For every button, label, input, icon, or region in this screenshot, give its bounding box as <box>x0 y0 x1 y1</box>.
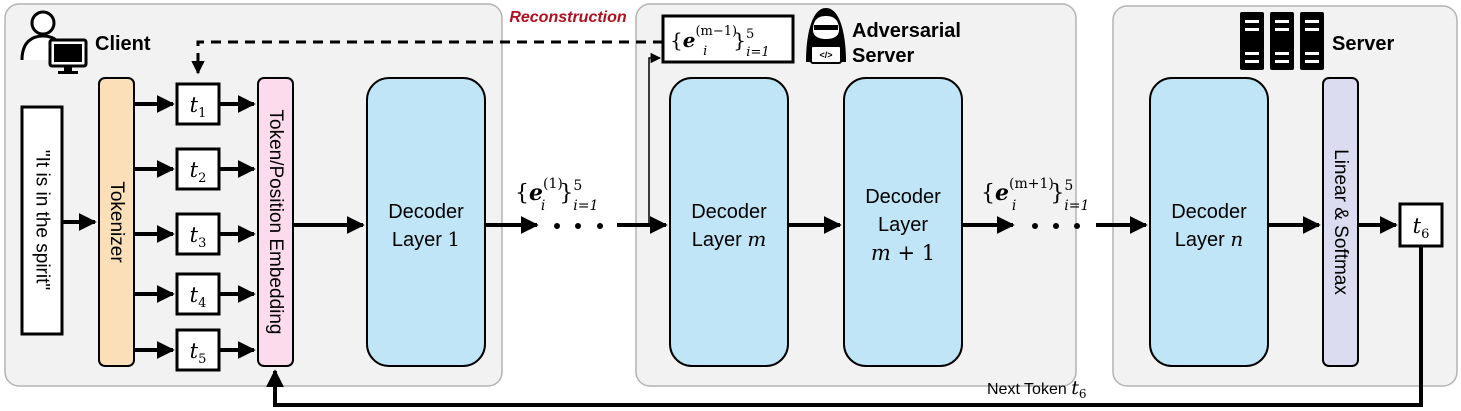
decoder-layer-m-plus-1 <box>843 77 963 367</box>
embedding-label: Token/Position Embedding <box>265 110 286 335</box>
decoder-layer-m-line1: Decoder <box>691 201 767 223</box>
input-text: "It is in the spirit" <box>32 150 53 290</box>
ellipsis-2 <box>1032 223 1080 229</box>
feedback-path <box>266 246 1423 407</box>
linear-softmax-box <box>1322 77 1359 367</box>
decoder-layer-m1-line1: Decoder <box>865 186 941 208</box>
token-label: t2 <box>190 158 207 186</box>
decoder-layer-m1-line3: m + 1 <box>871 241 935 265</box>
ellipsis-1 <box>554 223 603 229</box>
decoder-layer-1-line1: Decoder <box>388 201 464 223</box>
output-token-label: t6 <box>1413 214 1430 242</box>
interception-path <box>648 52 662 225</box>
tokenizer-label: Tokenizer <box>106 181 127 263</box>
token-box <box>175 272 221 316</box>
token-label: t3 <box>190 223 207 251</box>
embedding-box <box>257 77 294 367</box>
decoder-layer-n-line1: Decoder <box>1171 201 1247 223</box>
client-title: Client <box>95 33 151 55</box>
svg-text:</>: </> <box>819 50 832 60</box>
reconstruction-label: Reconstruction <box>509 9 627 26</box>
next-token-label: Next Token t6 <box>987 377 1086 401</box>
client-user-icon <box>20 10 88 74</box>
token-label: t4 <box>190 283 207 311</box>
hacker-icon: </> <box>806 8 846 64</box>
leaked-embedding-box <box>661 14 795 64</box>
decoder-layer-1-line2: Layer 1 <box>392 227 460 251</box>
reconstruction-path <box>191 40 663 75</box>
adversarial-title-line1: Adversarial <box>852 20 961 42</box>
tokenizer-box <box>98 77 135 367</box>
decoder-layer-m1-line2: Layer <box>878 214 928 236</box>
output-token-box <box>1398 202 1444 248</box>
server-title: Server <box>1332 33 1394 55</box>
decoder-layer-n <box>1149 77 1269 367</box>
decoder-layer-m-line2: Layer m <box>692 227 767 251</box>
server-rack-icon <box>1240 12 1324 70</box>
token-label: t5 <box>190 339 207 367</box>
token-list: t1 t2 t3 t4 t5 <box>134 82 256 372</box>
token-label: t1 <box>190 93 207 121</box>
decoder-layer-n-line2: Layer n <box>1175 227 1243 251</box>
token-box <box>175 212 221 256</box>
decoder-layer-1 <box>366 77 486 367</box>
linear-softmax-label: Linear & Softmax <box>1330 149 1351 295</box>
adversarial-title-line2: Server <box>852 45 914 67</box>
token-box <box>175 328 221 372</box>
decoder-layer-m <box>669 77 789 367</box>
